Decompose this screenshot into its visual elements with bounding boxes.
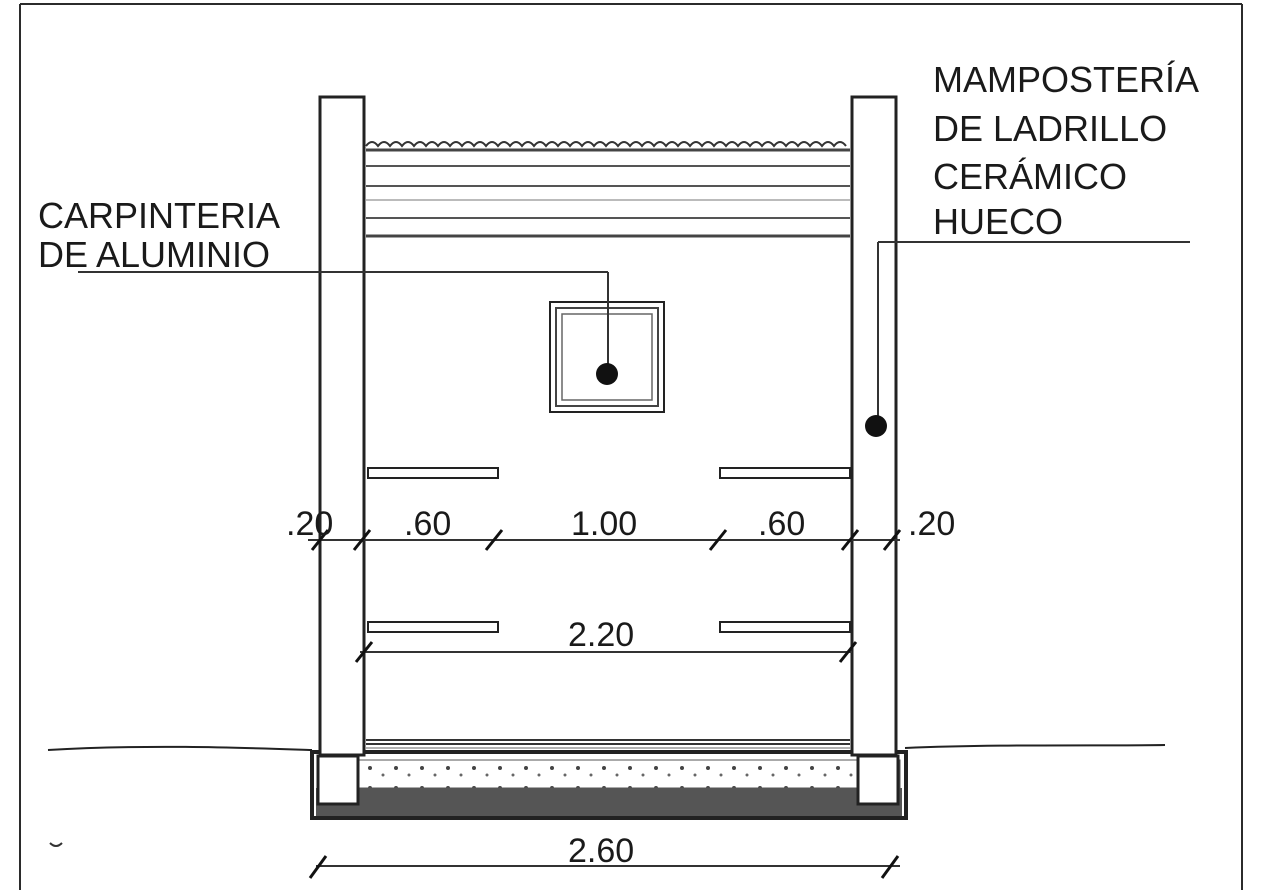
mamposteria-label: MAMPOSTERÍA DE LADRILLO CERÁMICO HUECO — [933, 59, 1199, 242]
carpinteria-line-2: DE ALUMINIO — [38, 234, 270, 275]
dim-interior: 2.20 — [568, 616, 634, 654]
mamposteria-line-2: DE LADRILLO — [933, 108, 1167, 149]
stray-mark — [49, 842, 63, 847]
roof — [365, 141, 850, 238]
ground-line — [47, 744, 1166, 751]
dim-opening: 1.00 — [571, 505, 637, 543]
dim-side-right: .60 — [758, 505, 805, 543]
left-wall — [318, 95, 366, 757]
carpinteria-label: CARPINTERIA DE ALUMINIO — [38, 195, 280, 275]
wall-openings — [367, 467, 851, 633]
mamposteria-line-3: CERÁMICO — [933, 156, 1127, 197]
dimension-line-interior — [354, 641, 858, 663]
dim-wall-right: .20 — [908, 505, 955, 543]
foundation-slab — [310, 750, 908, 820]
dim-side-left: .60 — [404, 505, 451, 543]
dimension-line-overall — [308, 855, 900, 879]
mamposteria-leader — [865, 241, 1190, 437]
dimension-line-top — [308, 529, 902, 551]
floor-slab — [366, 739, 850, 749]
dim-wall-left: .20 — [286, 505, 333, 543]
carpinteria-leader — [78, 271, 618, 385]
drawing-frame — [19, 3, 1243, 890]
dim-overall: 2.60 — [568, 832, 634, 870]
mamposteria-line-4: HUECO — [933, 201, 1063, 242]
mamposteria-line-1: MAMPOSTERÍA — [933, 59, 1199, 100]
carpinteria-line-1: CARPINTERIA — [38, 195, 280, 236]
